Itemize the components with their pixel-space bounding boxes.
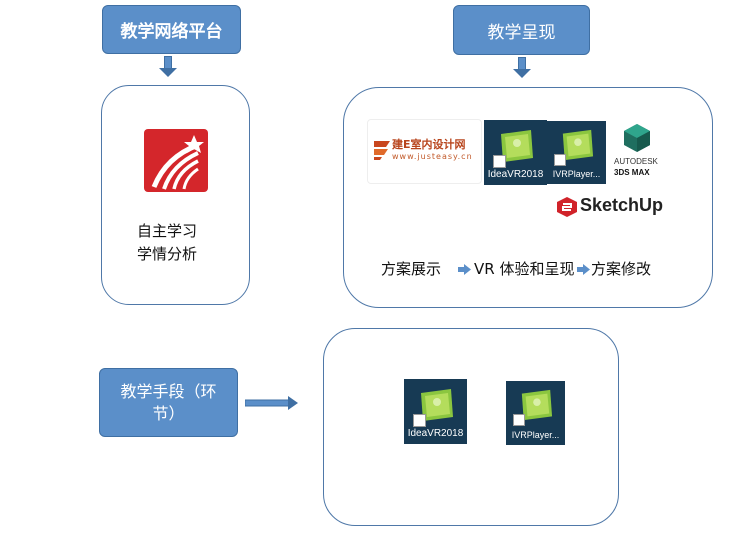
ivrplayer-app-label: IVRPlayer... (552, 169, 601, 179)
justeasy-mark-icon (374, 141, 390, 160)
platform-panel (101, 85, 250, 305)
teaching-presentation-box: 教学呈现 (453, 5, 590, 55)
autodesk-line1: AUTODESK (614, 157, 658, 166)
teaching-method-box: 教学手段（环 节） (99, 368, 238, 437)
shortcut-arrow-icon (413, 414, 426, 427)
teaching-method-line1: 教学手段（环 (120, 381, 217, 401)
ivrplayer-app-tile[interactable]: IVRPlayer... (547, 121, 606, 184)
network-platform-box: 教学网络平台 (102, 5, 241, 54)
teaching-method-panel (323, 328, 619, 526)
flow-step-modify: 方案修改 (591, 260, 652, 278)
shortcut-arrow-icon (513, 414, 525, 426)
flow-step-vr: VR 体验和呈现 (474, 260, 575, 278)
ivrplayer-app-icon (521, 389, 553, 421)
down-arrow-left (159, 56, 177, 77)
justeasy-logo-text: 建E室内设计网 (392, 138, 466, 151)
ideavr-app-label-bottom: IdeaVR2018 (407, 428, 464, 439)
sketchup-icon (557, 197, 577, 217)
network-platform-title: 教学网络平台 (120, 22, 223, 42)
shortcut-arrow-icon (554, 154, 566, 166)
sketchup-label: SketchUp (580, 195, 664, 215)
ivrplayer-app-label-bottom: IVRPlayer... (511, 430, 560, 440)
teaching-method-line2: 节） (152, 403, 185, 423)
ideavr-app-icon (501, 130, 533, 162)
shortcut-arrow-icon (493, 155, 506, 168)
flow-step-display: 方案展示 (381, 260, 442, 278)
autodesk-line2: 3DS MAX (614, 168, 650, 177)
ideavr-app-tile[interactable]: IdeaVR2018 (484, 120, 547, 185)
ideavr-app-icon (421, 389, 453, 421)
justeasy-logo: 建E室内设计网 www.justeasy.cn (367, 119, 482, 184)
3dsmax-icon (624, 124, 650, 152)
flow-arrow-icon (458, 264, 471, 275)
autodesk-3dsmax-logo: AUTODESK 3DS MAX (610, 119, 666, 184)
sketchup-logo: SketchUp (556, 194, 668, 220)
right-arrow-icon (245, 396, 298, 410)
ivrplayer-app-tile-bottom[interactable]: IVRPlayer... (506, 381, 565, 445)
flow-arrow-icon (577, 264, 590, 275)
self-study-text: 自主学习 (137, 222, 198, 240)
ideavr-app-label: IdeaVR2018 (487, 169, 544, 180)
ideavr-app-tile-bottom[interactable]: IdeaVR2018 (404, 379, 467, 444)
teaching-presentation-title: 教学呈现 (487, 22, 556, 43)
down-arrow-right (513, 57, 531, 78)
learning-app-logo-icon (144, 129, 208, 192)
justeasy-url-text: www.justeasy.cn (392, 152, 473, 161)
ivrplayer-app-icon (562, 129, 594, 161)
learning-analysis-text: 学情分析 (137, 245, 198, 263)
